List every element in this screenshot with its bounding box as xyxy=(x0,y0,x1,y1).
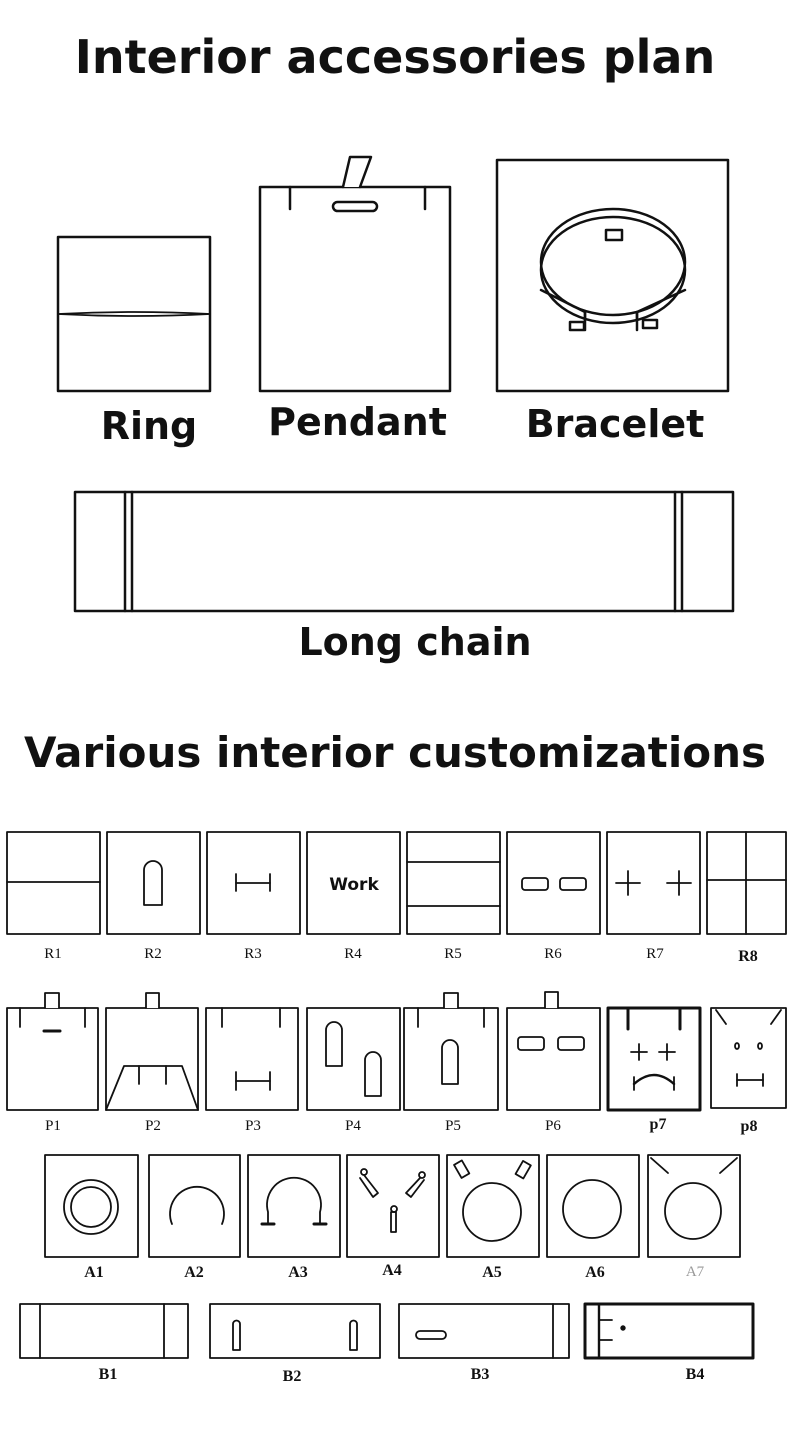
code-a5: A5 xyxy=(482,1264,502,1281)
code-p5: P5 xyxy=(445,1118,461,1134)
code-a1: A1 xyxy=(84,1264,104,1281)
bracelet-insert-drawing xyxy=(495,158,730,393)
bangle-style-a6 xyxy=(546,1154,640,1258)
ring-style-r4 xyxy=(306,831,401,935)
bangle-style-a3 xyxy=(247,1154,341,1258)
code-r5: R5 xyxy=(444,946,462,962)
ring-style-r5 xyxy=(406,831,501,935)
label-ring: Ring xyxy=(100,404,198,448)
code-b3: B3 xyxy=(470,1366,490,1383)
box-style-b3 xyxy=(398,1303,570,1359)
box-style-b1 xyxy=(19,1303,189,1359)
label-long-chain: Long chain xyxy=(298,620,532,664)
ring-style-r1 xyxy=(6,831,101,935)
code-a3: A3 xyxy=(288,1264,308,1281)
pendant-style-p8 xyxy=(710,1007,787,1109)
code-a6: A6 xyxy=(585,1264,605,1281)
ring-style-r2 xyxy=(106,831,201,935)
label-pendant: Pendant xyxy=(268,400,447,444)
code-p8: p8 xyxy=(740,1118,758,1135)
pendant-insert-drawing xyxy=(258,155,452,393)
pendant-style-p2 xyxy=(105,992,199,1111)
pendant-style-p3 xyxy=(205,1007,299,1111)
code-r3: R3 xyxy=(244,946,262,962)
code-r1: R1 xyxy=(44,946,62,962)
page-title: Interior accessories plan xyxy=(74,30,716,84)
code-p6: P6 xyxy=(545,1118,561,1134)
ring-style-r3 xyxy=(206,831,301,935)
ring-style-r8 xyxy=(706,831,787,935)
code-b2: B2 xyxy=(282,1368,302,1385)
pendant-style-p4 xyxy=(306,1007,401,1111)
pendant-style-p1 xyxy=(6,992,99,1111)
r4-work-text: Work xyxy=(329,875,379,895)
pendant-style-p5 xyxy=(403,992,499,1111)
box-style-b4 xyxy=(583,1302,755,1360)
pendant-style-p7 xyxy=(606,1006,702,1112)
bangle-style-a5 xyxy=(446,1154,540,1258)
ring-insert-drawing xyxy=(56,235,212,393)
code-p3: P3 xyxy=(245,1118,261,1134)
bangle-style-a4 xyxy=(346,1154,440,1258)
code-p4: P4 xyxy=(345,1118,361,1134)
code-p7: p7 xyxy=(649,1116,667,1133)
code-b1: B1 xyxy=(98,1366,118,1383)
code-a7: A7 xyxy=(685,1264,705,1280)
pendant-style-p6 xyxy=(506,991,601,1111)
label-bracelet: Bracelet xyxy=(525,402,705,446)
code-r8: R8 xyxy=(738,948,758,965)
code-r4: R4 xyxy=(344,946,362,962)
code-r6: R6 xyxy=(544,946,562,962)
bangle-style-a1 xyxy=(44,1154,139,1258)
code-p2: P2 xyxy=(145,1118,161,1134)
bangle-style-a2 xyxy=(148,1154,241,1258)
code-b4: B4 xyxy=(685,1366,705,1383)
ring-style-r6 xyxy=(506,831,601,935)
box-style-b2 xyxy=(209,1303,381,1359)
code-a2: A2 xyxy=(184,1264,204,1281)
code-r2: R2 xyxy=(144,946,162,962)
code-a4: A4 xyxy=(382,1262,402,1279)
bangle-style-a7 xyxy=(647,1154,741,1258)
code-r7: R7 xyxy=(646,946,664,962)
ring-style-r7 xyxy=(606,831,701,935)
long-chain-insert-drawing xyxy=(73,490,735,613)
section-title-customizations: Various interior customizations xyxy=(23,728,767,777)
code-p1: P1 xyxy=(45,1118,61,1134)
